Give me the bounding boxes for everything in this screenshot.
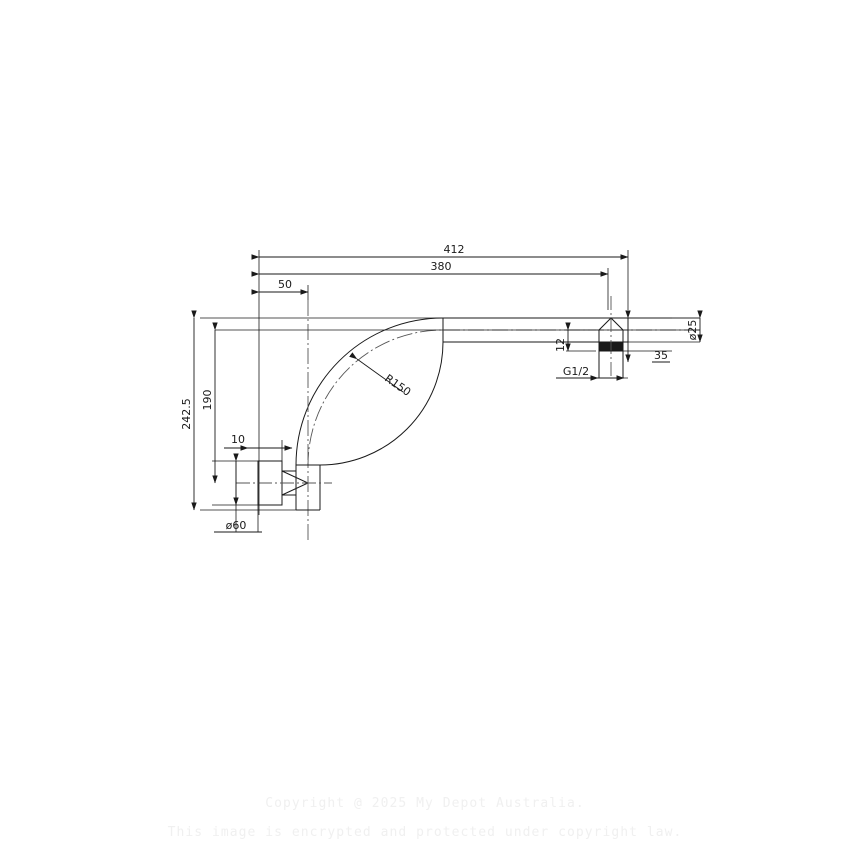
dim-190-label: 190 xyxy=(201,390,214,411)
watermark-line-2: This image is encrypted and protected un… xyxy=(167,825,683,840)
arm-centreline xyxy=(307,329,700,540)
arm-outer-profile xyxy=(295,317,628,510)
outlet-assembly xyxy=(598,296,629,378)
dim-412-label: 412 xyxy=(444,243,465,256)
arm-inner-profile xyxy=(319,341,628,510)
dim-12-label: 12 xyxy=(554,338,567,352)
wall-flange xyxy=(236,460,332,506)
dim-10-label: 10 xyxy=(231,433,245,446)
dim-d60-label: ø60 xyxy=(226,519,247,532)
dim-35-label: 35 xyxy=(654,349,668,362)
dim-d25-label: ø25 xyxy=(686,320,699,341)
watermark-line-1: Copyright @ 2025 My Depot Australia. xyxy=(265,796,585,811)
dim-50-label: 50 xyxy=(278,278,292,291)
shower-arm-body xyxy=(295,300,700,540)
dim-380-label: 380 xyxy=(431,260,452,273)
dim-r150-label: R150 xyxy=(382,372,413,399)
dim-g12-label: G1/2 xyxy=(563,365,589,378)
dimension-lines xyxy=(191,254,703,533)
dim-242-5-label: 242.5 xyxy=(180,398,193,430)
leader-r150 xyxy=(349,352,404,393)
dimension-text: 412 380 50 242.5 190 10 ø60 R150 12 35 G… xyxy=(180,243,699,532)
